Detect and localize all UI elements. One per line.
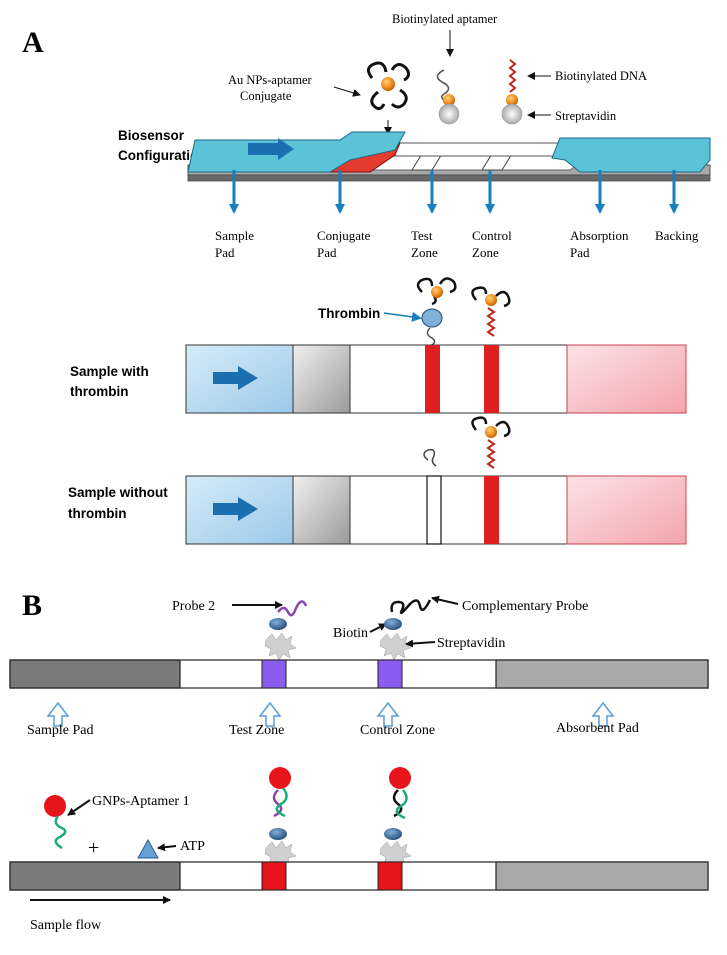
label-biotinylated-aptamer: Biotinylated aptamer bbox=[392, 12, 498, 26]
arrow-gnps bbox=[67, 799, 91, 816]
label-absorbent-pad-b: Absorbent Pad bbox=[556, 721, 639, 736]
label-absorption-pad-2: Pad bbox=[570, 245, 590, 260]
atp-triangle bbox=[137, 838, 159, 859]
label-conjugate-pad-1: Conjugate bbox=[317, 228, 371, 243]
thrombin-complex bbox=[416, 277, 457, 347]
panel-a-letter: A bbox=[22, 26, 44, 59]
test-zone-red bbox=[261, 861, 287, 891]
test-line-negative bbox=[426, 475, 442, 545]
strip-without-thrombin bbox=[185, 475, 687, 545]
arrow-biotin bbox=[369, 623, 387, 633]
arrow-atp bbox=[157, 843, 177, 852]
aptamer-free-without bbox=[423, 448, 437, 467]
arrow-complementary bbox=[431, 595, 459, 605]
label-control-zone-1: Control bbox=[472, 228, 512, 243]
control-complex-b bbox=[379, 767, 412, 869]
label-biosensor-1: Biosensor bbox=[118, 128, 185, 143]
label-absorption-pad-1: Absorption bbox=[570, 228, 629, 243]
test-complex-b bbox=[264, 767, 297, 869]
strip-b-bottom bbox=[9, 861, 709, 891]
hollow-arrows-b bbox=[46, 701, 615, 727]
control-line-without bbox=[484, 476, 499, 544]
dna-complex-with bbox=[471, 286, 511, 337]
panel-b-letter: B bbox=[22, 589, 42, 622]
label-streptavidin-a: Streptavidin bbox=[555, 109, 617, 123]
label-biotinylated-dna: Biotinylated DNA bbox=[555, 69, 647, 83]
plus-sign: + bbox=[88, 837, 99, 859]
label-au-nps-1: Au NPs-aptamer bbox=[228, 73, 312, 87]
label-sample-pad-b: Sample Pad bbox=[27, 723, 94, 738]
label-control-zone-b: Control Zone bbox=[360, 723, 435, 738]
label-backing: Backing bbox=[655, 228, 699, 243]
label-au-nps-2: Conjugate bbox=[240, 89, 292, 103]
label-test-zone-1: Test bbox=[411, 228, 433, 243]
test-line-positive bbox=[425, 345, 440, 413]
label-atp: ATP bbox=[180, 839, 205, 854]
label-gnps-aptamer: GNPs-Aptamer 1 bbox=[92, 794, 190, 809]
dna-streptavidin-group bbox=[501, 59, 523, 125]
label-test-zone-b: Test Zone bbox=[229, 723, 284, 738]
gnps-aptamer1 bbox=[44, 795, 67, 850]
biosensor-strip-3d bbox=[187, 131, 711, 182]
label-with-1: Sample with bbox=[70, 364, 149, 379]
label-thrombin: Thrombin bbox=[318, 306, 380, 321]
label-sample-pad-1: Sample bbox=[215, 228, 254, 243]
label-probe2: Probe 2 bbox=[172, 599, 215, 614]
strip-with-thrombin bbox=[185, 344, 687, 414]
label-complementary-probe: Complementary Probe bbox=[462, 599, 588, 614]
strip-b-top bbox=[9, 659, 709, 689]
aptamer-streptavidin-group bbox=[436, 69, 460, 125]
part-arrows bbox=[229, 170, 679, 214]
arrow-thrombin bbox=[383, 311, 422, 322]
arrow-streptavidin-b bbox=[405, 639, 436, 648]
label-test-zone-2: Zone bbox=[411, 245, 438, 260]
label-control-zone-2: Zone bbox=[472, 245, 499, 260]
control-zone-red bbox=[377, 861, 403, 891]
au-np-conjugate bbox=[367, 61, 411, 135]
test-zone-purple bbox=[261, 659, 287, 689]
control-line-with bbox=[484, 345, 499, 413]
probe2-assembly bbox=[264, 600, 308, 661]
dna-complex-without bbox=[471, 416, 511, 469]
label-biosensor-2: Configuration bbox=[118, 148, 206, 163]
label-without-1: Sample without bbox=[68, 485, 168, 500]
label-streptavidin-b: Streptavidin bbox=[437, 636, 505, 651]
label-conjugate-pad-2: Pad bbox=[317, 245, 337, 260]
label-sample-flow: Sample flow bbox=[30, 918, 102, 933]
label-biotin: Biotin bbox=[333, 626, 368, 641]
label-without-2: thrombin bbox=[68, 506, 127, 521]
control-zone-purple bbox=[377, 659, 403, 689]
label-sample-pad-2: Pad bbox=[215, 245, 235, 260]
complementary-assembly bbox=[379, 599, 432, 661]
arrow-conjugate bbox=[333, 86, 361, 97]
label-with-2: thrombin bbox=[70, 384, 129, 399]
